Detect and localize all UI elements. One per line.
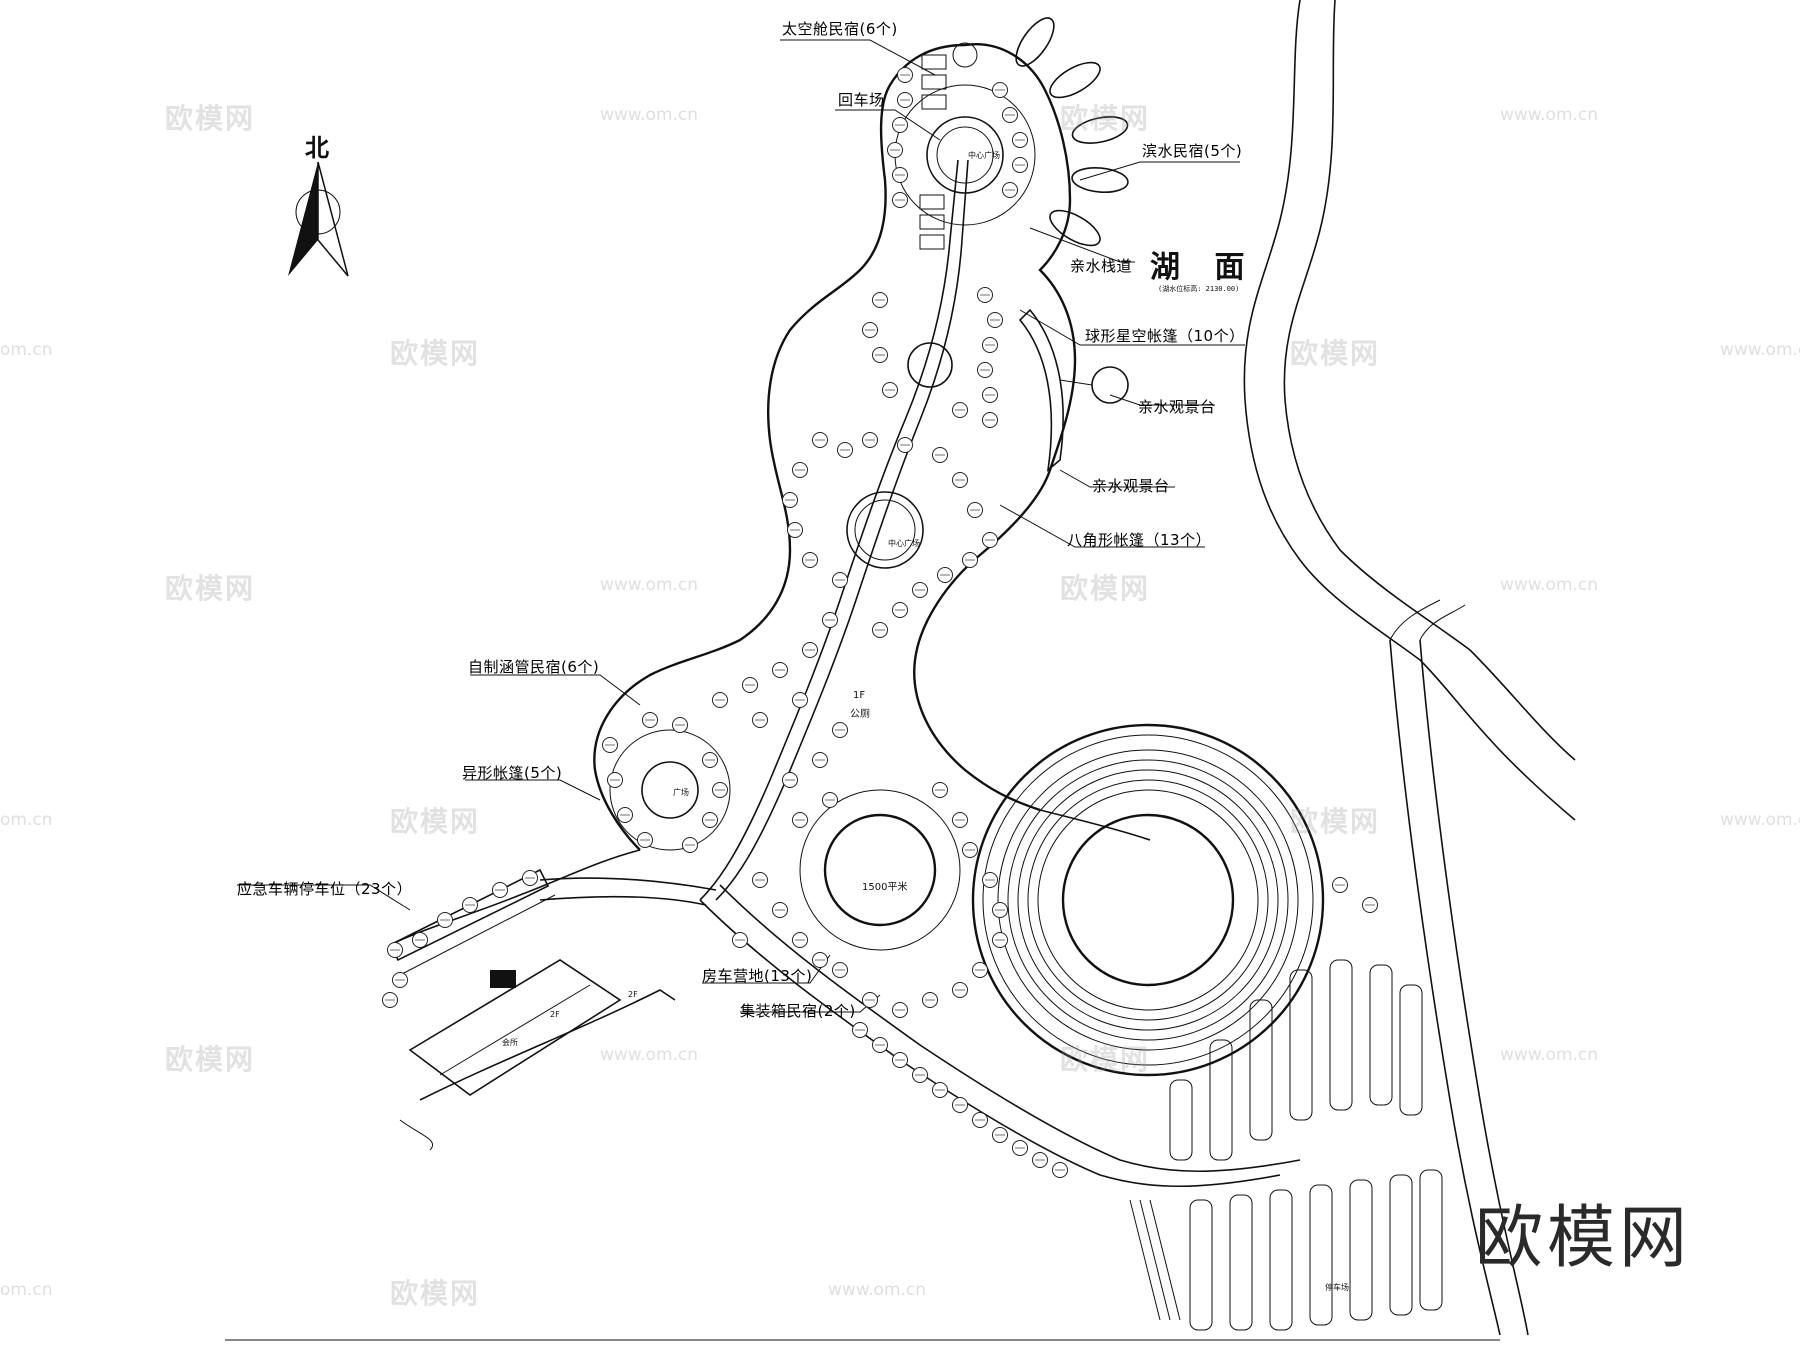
parking-lot (1129, 959, 1443, 1331)
watermark: 欧模网 (1060, 102, 1151, 135)
main-path (699, 159, 969, 901)
watermark-url: www.om.cn (600, 575, 699, 595)
label-container-inn: 集装箱民宿(2个) (740, 1002, 856, 1020)
watermark: 欧模网 (165, 572, 256, 605)
label-turnaround: 回车场 (838, 91, 885, 109)
arena (971, 723, 1325, 1077)
label-special-tent: 异形帐篷(5个) (462, 764, 563, 782)
watermark: 欧模网 (390, 337, 481, 370)
brand-watermark: 欧模网 (1475, 1199, 1692, 1278)
label-parking-lot: 停车场 (1325, 1283, 1349, 1292)
highway (1389, 599, 1529, 1336)
watermark: 欧模网 (390, 1277, 481, 1310)
watermark-url: www.om.cn (1500, 575, 1599, 595)
label-octagon-tent: 八角形帐篷（13个） (1067, 531, 1212, 549)
label-waterfront-inn: 滨水民宿(5个) (1142, 142, 1243, 160)
lake-sublabel: (湖水位标高: 2130.00) (1158, 285, 1240, 293)
label-space-capsule: 太空舱民宿(6个) (782, 20, 898, 38)
watermark-url: om.cn (0, 1280, 53, 1300)
watermark-url: www.om.cn (1720, 340, 1800, 360)
watermark-url: www.om.cn (828, 1280, 927, 1300)
watermark-url: www.om.cn (600, 105, 699, 125)
viewing-deck (1018, 308, 1129, 472)
watermark: 欧模网 (165, 1043, 256, 1076)
label-emergency-parking: 应急车辆停车位（23个） (237, 880, 413, 898)
north-label: 北 (305, 134, 329, 162)
trees (382, 67, 1378, 1178)
watermark-url: om.cn (0, 810, 53, 830)
watermark: 欧模网 (1290, 805, 1381, 838)
label-small-plaza: 广场 (673, 788, 689, 797)
lake-shoreline (1243, 0, 1576, 821)
label-center-plaza: 中心广场 (968, 151, 1000, 160)
label-viewing-deck-1: 亲水观景台 (1138, 398, 1216, 416)
label-rv-camp: 房车营地(13个) (702, 967, 813, 985)
lake-label: 湖 面 (1150, 250, 1257, 285)
space-capsules (919, 54, 947, 250)
watermark-url: www.om.cn (600, 1045, 699, 1065)
label-boardwalk: 亲水栈道 (1070, 257, 1133, 275)
watermark-url: om.cn (0, 340, 53, 360)
watermark: 欧模网 (1060, 1043, 1151, 1076)
leader-lines (237, 39, 1245, 1013)
watermark: 欧模网 (1060, 572, 1151, 605)
site-boundary (389, 43, 1151, 946)
watermark-url: www.om.cn (1500, 105, 1599, 125)
watermark: 欧模网 (1290, 337, 1381, 370)
north-arrow-icon (288, 161, 349, 277)
label-sphere-tent: 球形星空帐篷（10个） (1085, 327, 1245, 345)
plaza-circles (609, 42, 1036, 951)
watermark: 欧模网 (165, 102, 256, 135)
watermark-url: www.om.cn (1500, 1045, 1599, 1065)
waterfront-inns (1015, 17, 1129, 247)
label-toilet: 公厕 (850, 709, 870, 720)
label-rv-plaza: 1500平米 (862, 882, 908, 893)
watermark: 欧模网 (390, 805, 481, 838)
watermark-url: www.om.cn (1720, 810, 1800, 830)
label-clubhouse: 会所 (502, 1038, 518, 1047)
label-viewing-deck-2: 亲水观景台 (1092, 477, 1170, 495)
label-clubhouse-floor-2: 2F (628, 990, 638, 999)
clubhouse-building (399, 959, 676, 1151)
access-road (539, 877, 1301, 1188)
label-toilet-floor: 1F (853, 690, 866, 701)
label-middle-plaza: 中心广场 (888, 539, 920, 548)
label-culvert-inn: 自制涵管民宿(6个) (468, 658, 600, 676)
label-clubhouse-floor: 2F (550, 1010, 560, 1019)
